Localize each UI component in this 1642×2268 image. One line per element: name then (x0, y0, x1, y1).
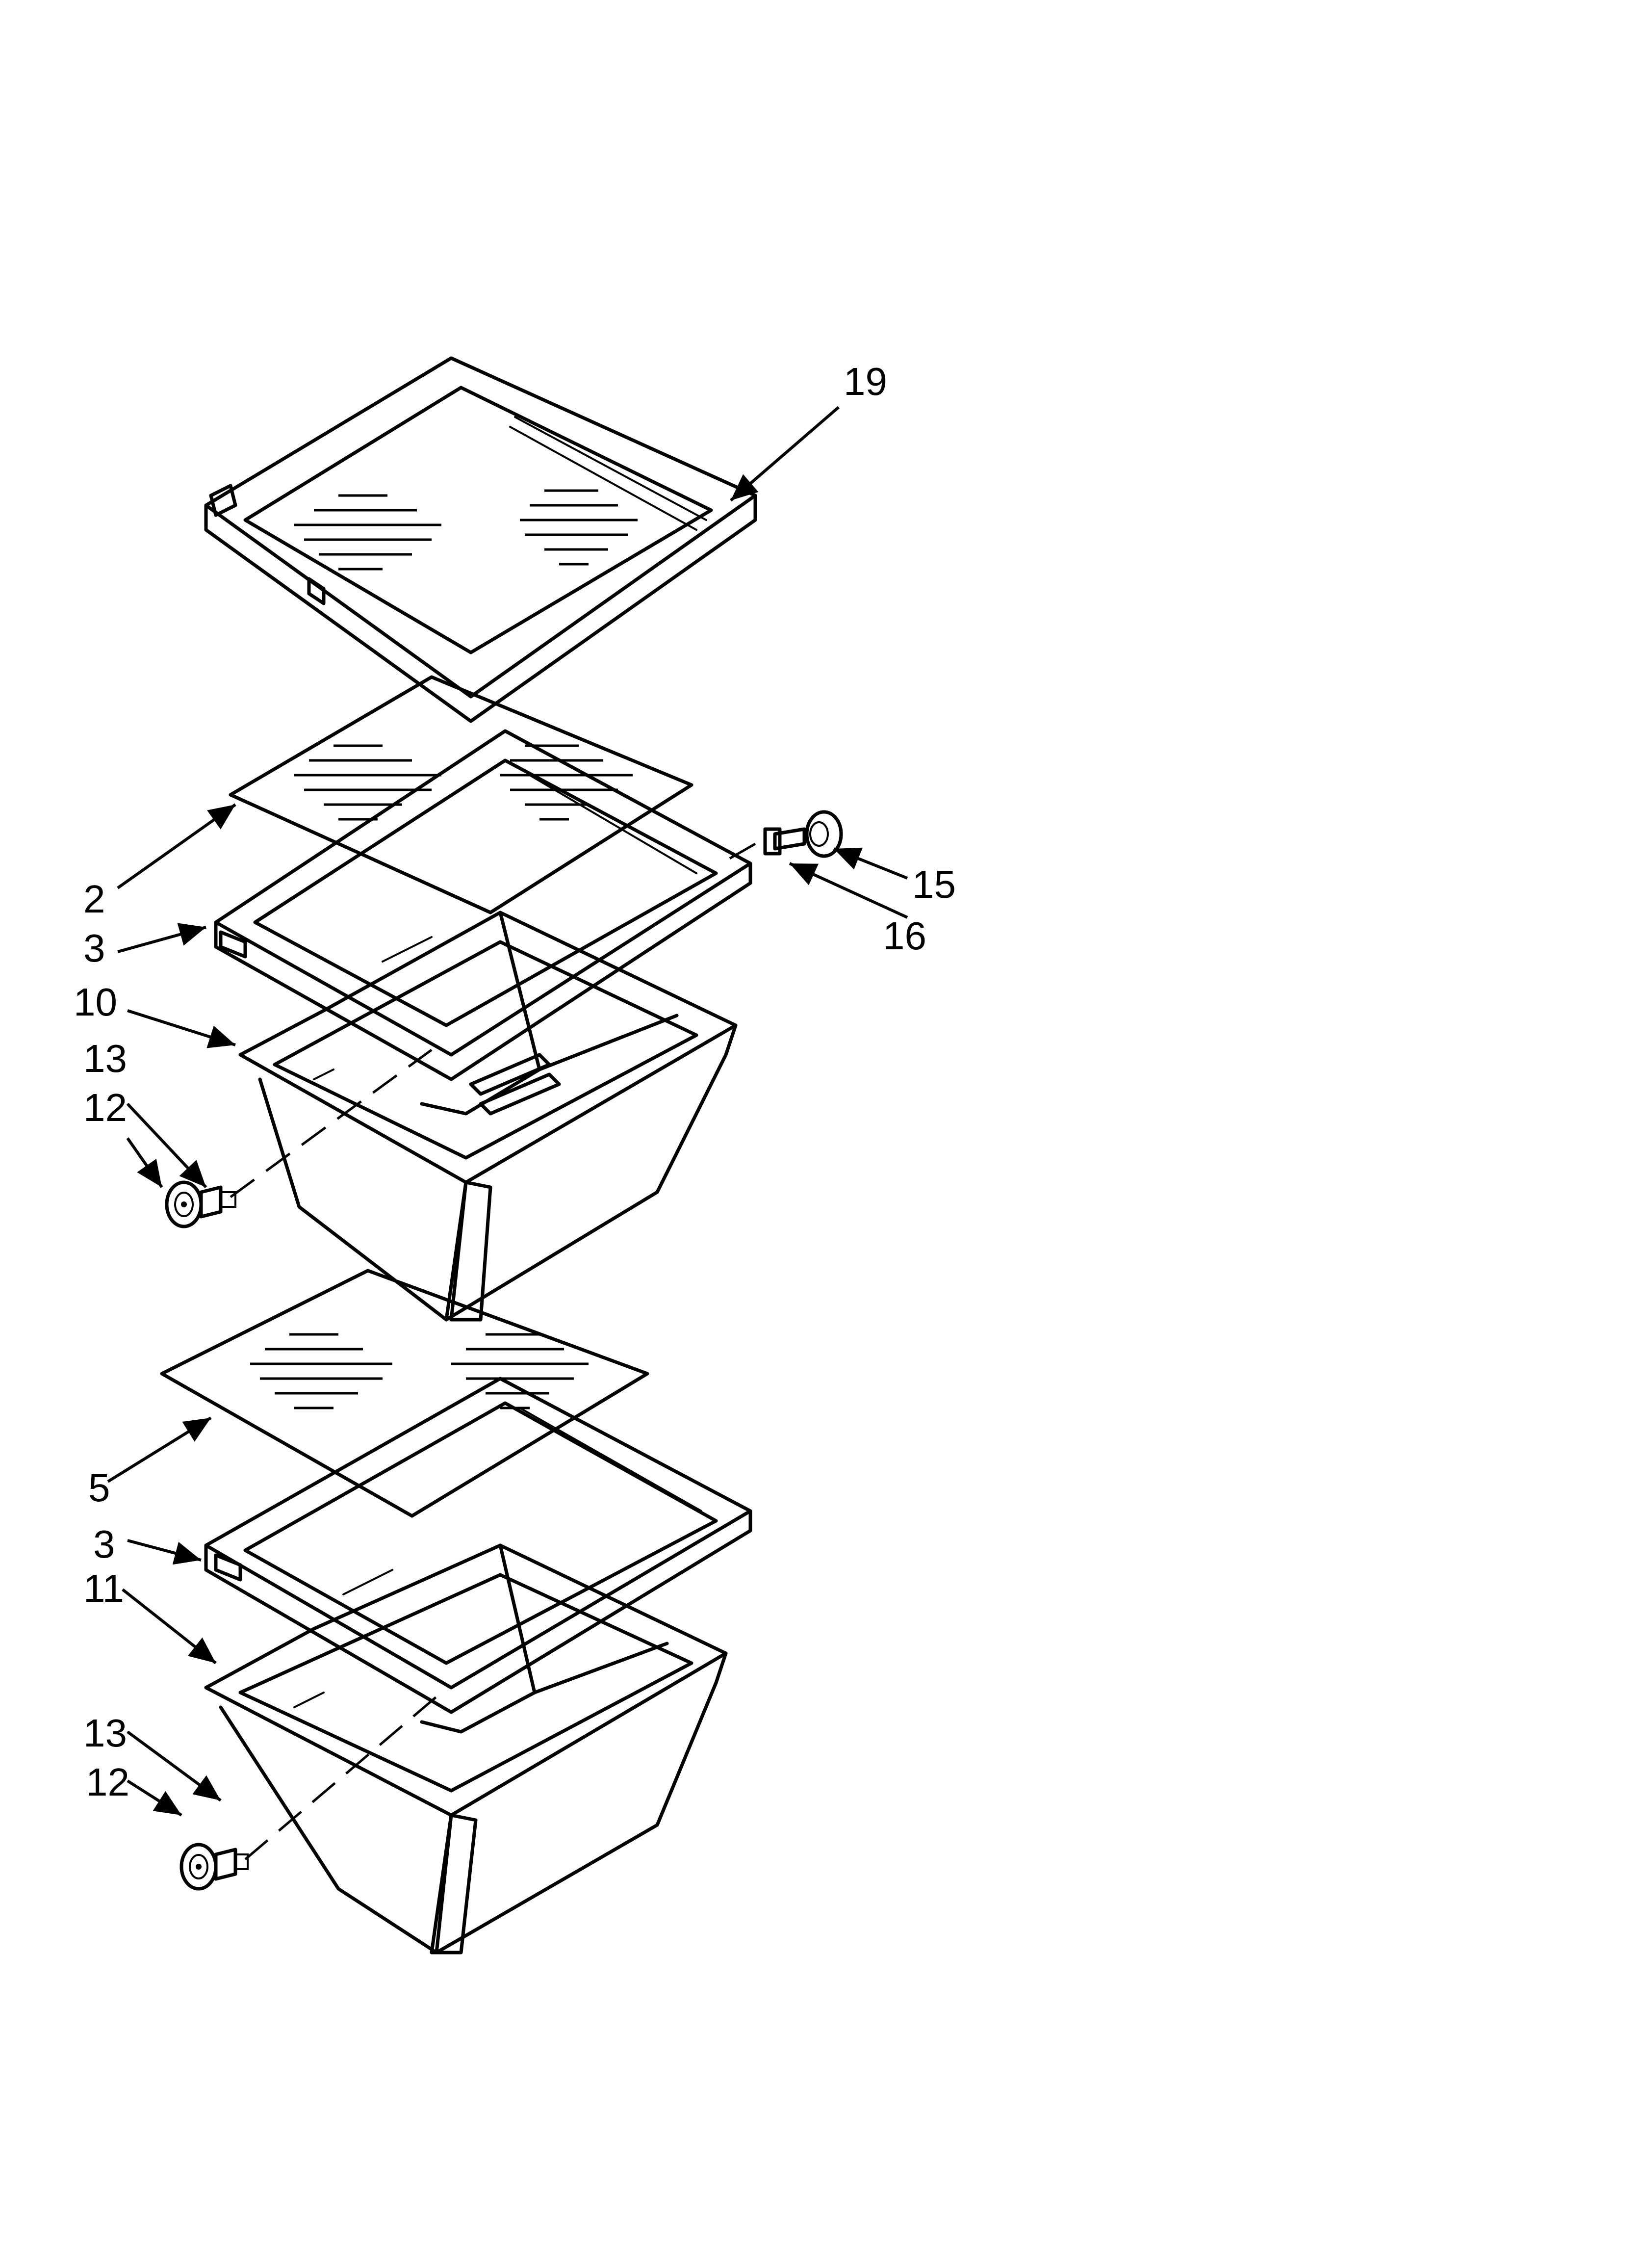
leader-lines (107, 406, 908, 1817)
callout-13-upper: 13 (83, 1037, 127, 1080)
screw-13-upper (199, 1185, 236, 1219)
callout-labels: 19 2 3 10 13 12 15 16 5 3 11 13 12 (74, 360, 956, 1804)
glass-texture-upper (294, 744, 633, 821)
top-shelf-part-19 (204, 356, 757, 723)
glass-texture-lower (250, 1333, 589, 1409)
callout-16: 16 (883, 914, 926, 958)
roller-15 (805, 810, 843, 858)
callout-3-upper: 3 (83, 926, 105, 970)
callout-2: 2 (83, 877, 105, 921)
callout-15: 15 (912, 862, 956, 906)
lower-glass-part-5 (160, 1269, 649, 1518)
upper-frame-part-3 (214, 729, 752, 1081)
upper-glass-part-2 (229, 675, 693, 914)
roller-12-lower (180, 1843, 218, 1891)
callout-13-lower: 13 (83, 1711, 127, 1755)
callout-19: 19 (844, 360, 887, 403)
assembly-lines (230, 842, 756, 1860)
lower-frame-part-3 (204, 1377, 752, 1714)
lower-crisper-drawer-part-11 (204, 1543, 728, 1955)
callout-12-lower: 12 (86, 1760, 129, 1804)
callout-11: 11 (83, 1566, 124, 1610)
callout-5: 5 (88, 1466, 110, 1510)
screw-16 (763, 827, 806, 856)
callout-10: 10 (74, 980, 117, 1024)
screw-13-lower (214, 1848, 249, 1881)
upper-crisper-drawer-part-10 (238, 911, 738, 1322)
glass-texture-top (294, 489, 638, 571)
callout-12-upper: 12 (83, 1086, 127, 1129)
callout-3-lower: 3 (93, 1522, 115, 1566)
roller-12-upper (165, 1180, 203, 1228)
